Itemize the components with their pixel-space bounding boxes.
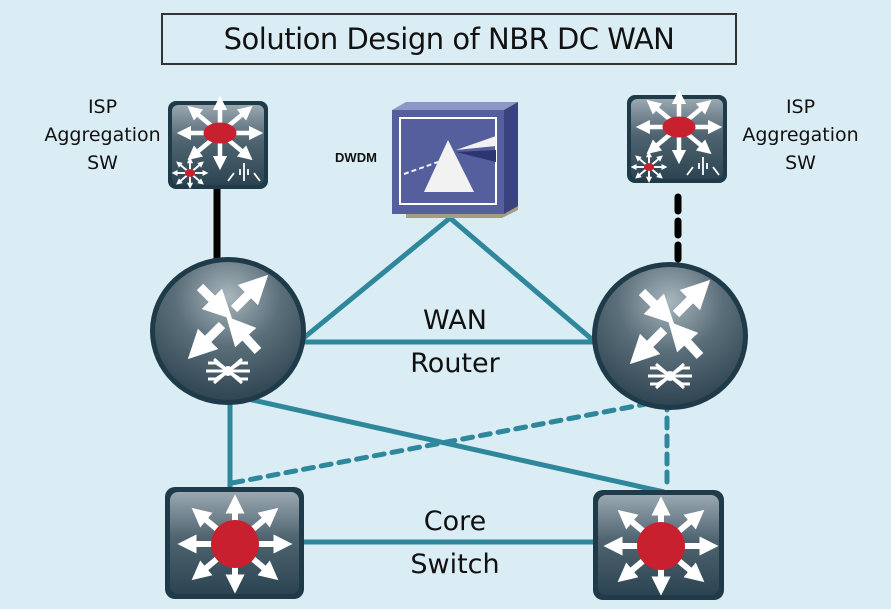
wan-router-label-line2: Router — [410, 348, 500, 379]
wan-router-left[interactable] — [150, 257, 306, 405]
wan-router-right[interactable] — [592, 262, 748, 410]
core-switch-label-line2: Switch — [410, 549, 500, 580]
isp-left-label-line3: SW — [87, 152, 118, 174]
multilayer-switch-icon — [643, 97, 715, 157]
wan-router-label-line1: WAN — [423, 305, 487, 336]
isp-aggregation-switch-right[interactable] — [627, 95, 727, 183]
multilayer-switch-icon — [184, 103, 256, 163]
layer3-switch-icon — [187, 504, 283, 584]
isp-right-label-line1: ISP — [785, 96, 816, 118]
isp-left-label-line2: Aggregation — [44, 124, 161, 146]
isp-right-label-line3: SW — [785, 152, 816, 174]
wan-router-label: WAN Router — [380, 299, 530, 385]
dwdm-label: DWDM — [335, 150, 377, 165]
layer3-switch-icon — [613, 506, 709, 586]
isp-aggregation-switch-left[interactable] — [168, 101, 268, 189]
isp-right-label: ISP Aggregation SW — [738, 93, 863, 177]
isp-left-label: ISP Aggregation SW — [40, 93, 165, 177]
links-layer — [213, 188, 682, 545]
core-switch-left[interactable] — [165, 487, 304, 599]
core-switch-right[interactable] — [593, 490, 724, 600]
diagram-title: Solution Design of NBR DC WAN — [161, 13, 737, 65]
isp-right-label-line2: Aggregation — [742, 124, 859, 146]
link-dwdm-to-wan-left — [298, 216, 452, 343]
link-dwdm-to-wan-right — [448, 216, 596, 343]
core-switch-label-line1: Core — [423, 506, 487, 537]
dwdm-device[interactable] — [392, 102, 518, 218]
isp-left-label-line1: ISP — [87, 96, 118, 118]
link-wan-right-to-core-left — [229, 397, 670, 486]
prism-icon — [403, 136, 496, 192]
core-switch-label: Core Switch — [380, 500, 530, 586]
